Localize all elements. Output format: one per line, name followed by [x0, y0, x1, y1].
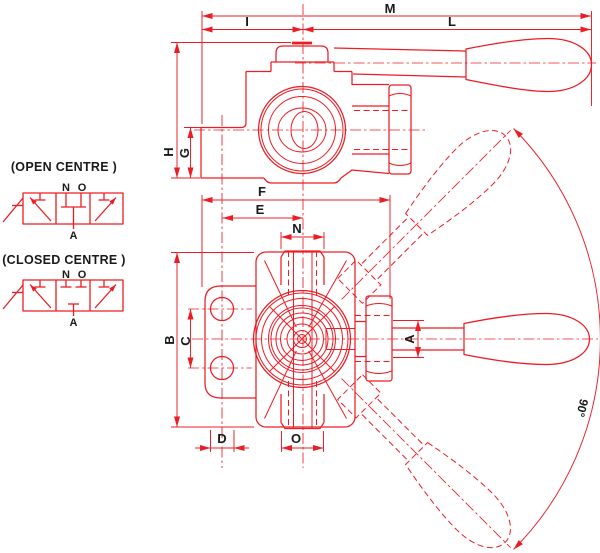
hex-fitting: [388, 84, 412, 175]
top-view-side-port: [352, 84, 412, 175]
hex-fitting: [365, 295, 393, 382]
dim-label-h: H: [161, 147, 176, 156]
bottom-port-boss: [280, 381, 325, 430]
top-view-port-face: [257, 85, 347, 175]
top-view-body: [200, 70, 390, 184]
port-label-n: N: [62, 269, 70, 281]
dimensions-top-view: M I L H G: [161, 1, 592, 179]
open-centre-symbol: (OPEN CENTRE ) N O A: [2, 160, 124, 242]
mounting-flange: [204, 285, 256, 399]
dim-label-o: O: [291, 431, 301, 446]
sweep-arc: [513, 128, 600, 550]
dim-label-n: N: [292, 221, 301, 236]
dim-label-f: F: [258, 184, 266, 199]
closed-centre-symbol: (CLOSED CENTRE ) N O A: [2, 253, 126, 329]
dim-label-i: I: [245, 14, 249, 29]
handle-grip: [465, 37, 593, 93]
top-view-handle: [333, 37, 593, 93]
port-label-a: A: [70, 317, 78, 329]
top-view: [200, 37, 593, 184]
port-label-o: O: [78, 269, 87, 281]
port-label-n: N: [62, 182, 70, 194]
port-label-o: O: [78, 182, 87, 194]
dim-label-g: G: [177, 148, 192, 158]
dim-label-a: A: [402, 334, 417, 344]
dimensions-front-view: F E N B C A D O: [162, 184, 424, 452]
front-view: 90°: [204, 128, 600, 550]
lever-icon: [2, 197, 24, 223]
port-label-a: A: [70, 230, 78, 242]
phantom-handle-down: [337, 374, 511, 549]
bolt-hole: [209, 355, 235, 381]
angle-label: 90°: [573, 397, 591, 418]
dim-label-b: B: [162, 335, 177, 344]
stem-cap: [275, 45, 329, 62]
dim-label-l: L: [448, 14, 456, 29]
lever-icon: [2, 284, 24, 310]
chamfer-spokes: [264, 260, 347, 419]
open-centre-title: (OPEN CENTRE ): [11, 160, 117, 174]
phantom-handle-up: [337, 130, 512, 304]
bolt-hole: [209, 296, 235, 322]
dim-label-e: E: [256, 202, 265, 217]
dim-label-m: M: [385, 1, 396, 16]
closed-centre-title: (CLOSED CENTRE ): [2, 253, 126, 267]
dim-label-d: D: [217, 431, 226, 446]
top-port-boss: [280, 250, 325, 428]
dim-label-c: C: [178, 336, 193, 346]
front-view-side-port: [325, 295, 393, 382]
